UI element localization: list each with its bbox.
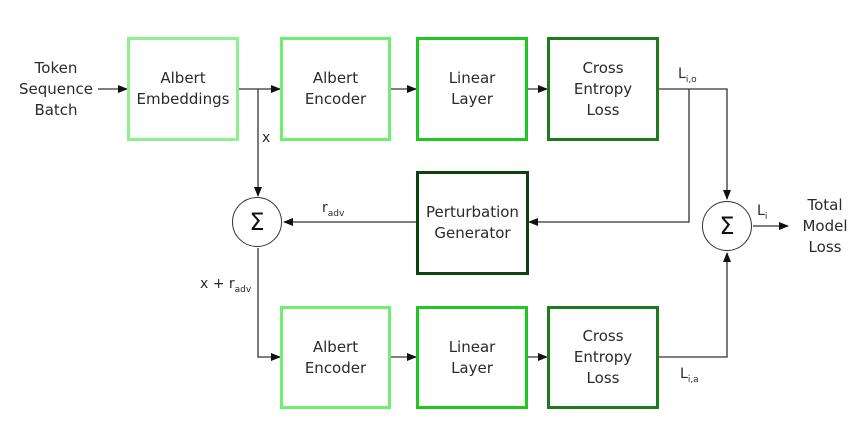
r-adv-label: radv	[322, 200, 345, 219]
cross-entropy-label-bottom: Cross Entropy Loss	[573, 327, 633, 387]
lia-label: Li,a	[680, 366, 699, 385]
output-label: Total Model Loss	[802, 196, 848, 256]
perturbation-generator-box[interactable]: Perturbation Generator	[416, 171, 529, 275]
albert-encoder-label-top: Albert Encoder	[304, 69, 367, 108]
x-plus-radv-label: x + radv	[200, 276, 252, 295]
linear-layer-box-top[interactable]: Linear Layer	[416, 37, 528, 141]
input-label: Token Sequence Batch	[19, 59, 93, 119]
lio-label: Li,o	[678, 66, 697, 85]
linear-layer-box-bottom[interactable]: Linear Layer	[416, 306, 528, 409]
cross-entropy-box-top[interactable]: Cross Entropy Loss	[547, 37, 659, 141]
x-label: x	[262, 130, 271, 146]
sigma-icon: Σ	[719, 212, 735, 240]
linear-layer-label-top: Linear Layer	[448, 69, 496, 108]
albert-encoder-box-bottom[interactable]: Albert Encoder	[280, 306, 391, 409]
linear-layer-label-bottom: Linear Layer	[448, 337, 496, 377]
perturbation-generator-label: Perturbation Generator	[426, 203, 519, 242]
albert-embeddings-box[interactable]: Albert Embeddings	[127, 37, 239, 141]
line-lio-perturb	[528, 89, 690, 226]
sum-node-left: Σ	[232, 197, 282, 247]
sigma-icon: Σ	[249, 208, 265, 236]
line-lia-sum	[658, 252, 731, 358]
cross-entropy-label-top: Cross Entropy Loss	[573, 58, 633, 119]
line-sum-bottom-encoder	[257, 248, 281, 361]
albert-embeddings-label: Albert Embeddings	[136, 69, 230, 108]
sum-node-right: Σ	[702, 201, 752, 251]
line-lio-right	[658, 88, 731, 200]
cross-entropy-box-bottom[interactable]: Cross Entropy Loss	[547, 306, 659, 409]
li-label: Li	[757, 203, 768, 222]
albert-encoder-box-top[interactable]: Albert Encoder	[280, 37, 391, 141]
albert-encoder-label-bottom: Albert Encoder	[304, 337, 367, 377]
